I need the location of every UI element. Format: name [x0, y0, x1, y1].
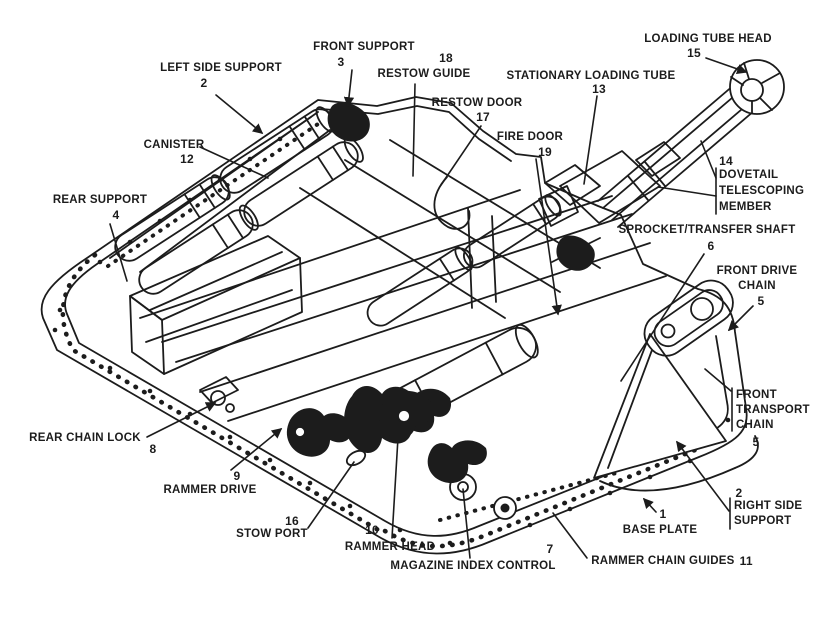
label-stow-port-number: 16 [285, 514, 299, 528]
label-rammer-head-number: 10 [365, 523, 379, 537]
label-stationary-loading-tube-number: 13 [592, 82, 606, 96]
label-front-drive-chain-line-1: FRONT DRIVE [716, 265, 798, 277]
label-fire-door: FIRE DOOR [496, 131, 564, 143]
label-magazine-index-control: MAGAZINE INDEX CONTROL [390, 560, 556, 572]
label-restow-guide-number: 18 [439, 51, 453, 65]
rim-bolts [52, 136, 731, 546]
label-rear-chain-lock-number: 8 [149, 442, 157, 456]
label-front-support-number: 3 [337, 55, 345, 69]
label-right-side-support-line-2: SUPPORT [734, 515, 792, 527]
label-rammer-chain-guides-text: RAMMER CHAIN GUIDES [591, 555, 735, 567]
label-base-plate: BASE PLATE [622, 524, 698, 536]
label-left-side-support-number: 2 [200, 76, 208, 90]
label-right-side-support-line-1: RIGHT SIDE [734, 500, 803, 512]
label-stow-port: STOW PORT [236, 528, 308, 540]
label-front-transport-chain-number: 5 [752, 435, 760, 449]
label-restow-door-number: 17 [476, 110, 490, 124]
label-front-transport-chain-line-2: TRANSPORT [736, 404, 810, 416]
label-rear-chain-lock: REAR CHAIN LOCK [29, 432, 141, 444]
label-restow-door: RESTOW DOOR [431, 97, 523, 109]
label-left-side-support: LEFT SIDE SUPPORT [160, 62, 282, 74]
label-rammer-head: RAMMER HEAD [344, 541, 436, 553]
label-dovetail-line-1: DOVETAIL [719, 169, 779, 181]
label-rear-support: REAR SUPPORT [52, 194, 148, 206]
outer-boundary [40, 96, 748, 555]
leader-lines [109, 57, 754, 559]
label-front-support: FRONT SUPPORT [313, 41, 415, 53]
label-fire-door-number: 19 [538, 145, 552, 159]
label-stationary-loading-tube: STATIONARY LOADING TUBE [506, 70, 676, 82]
machine-art [40, 59, 785, 555]
label-right-side-support-number: 2 [735, 486, 743, 500]
label-loading-tube-head: LOADING TUBE HEAD [644, 33, 772, 45]
label-rear-support-number: 4 [112, 208, 120, 222]
label-canister-number: 12 [180, 152, 194, 166]
label-rammer-drive: RAMMER DRIVE [163, 484, 257, 496]
label-restow-guide: RESTOW GUIDE [377, 68, 471, 80]
label-front-drive-chain-number: 5 [757, 294, 765, 308]
label-sprocket-transfer-shaft-number: 6 [707, 239, 715, 253]
label-front-transport-chain-line-1: FRONT [736, 389, 777, 401]
label-rammer-chain-guides-number: 11 [739, 554, 753, 568]
label-rammer-chain-guides: RAMMER CHAIN GUIDES 11 [591, 555, 753, 568]
label-magazine-index-control-number: 7 [546, 542, 554, 556]
label-sprocket-transfer-shaft: SPROCKET/TRANSFER SHAFT [618, 224, 796, 236]
label-base-plate-number: 1 [659, 507, 667, 521]
label-front-drive-chain-line-2: CHAIN [738, 280, 776, 292]
label-dovetail-line-2: TELESCOPING [719, 185, 805, 197]
label-canister: CANISTER [143, 139, 205, 151]
label-rammer-drive-number: 9 [233, 469, 241, 483]
label-front-transport-chain-line-3: CHAIN [736, 419, 774, 431]
label-dovetail-line-3: MEMBER [719, 201, 772, 213]
label-loading-tube-head-number: 15 [687, 46, 701, 60]
label-dovetail-number: 14 [719, 154, 733, 168]
